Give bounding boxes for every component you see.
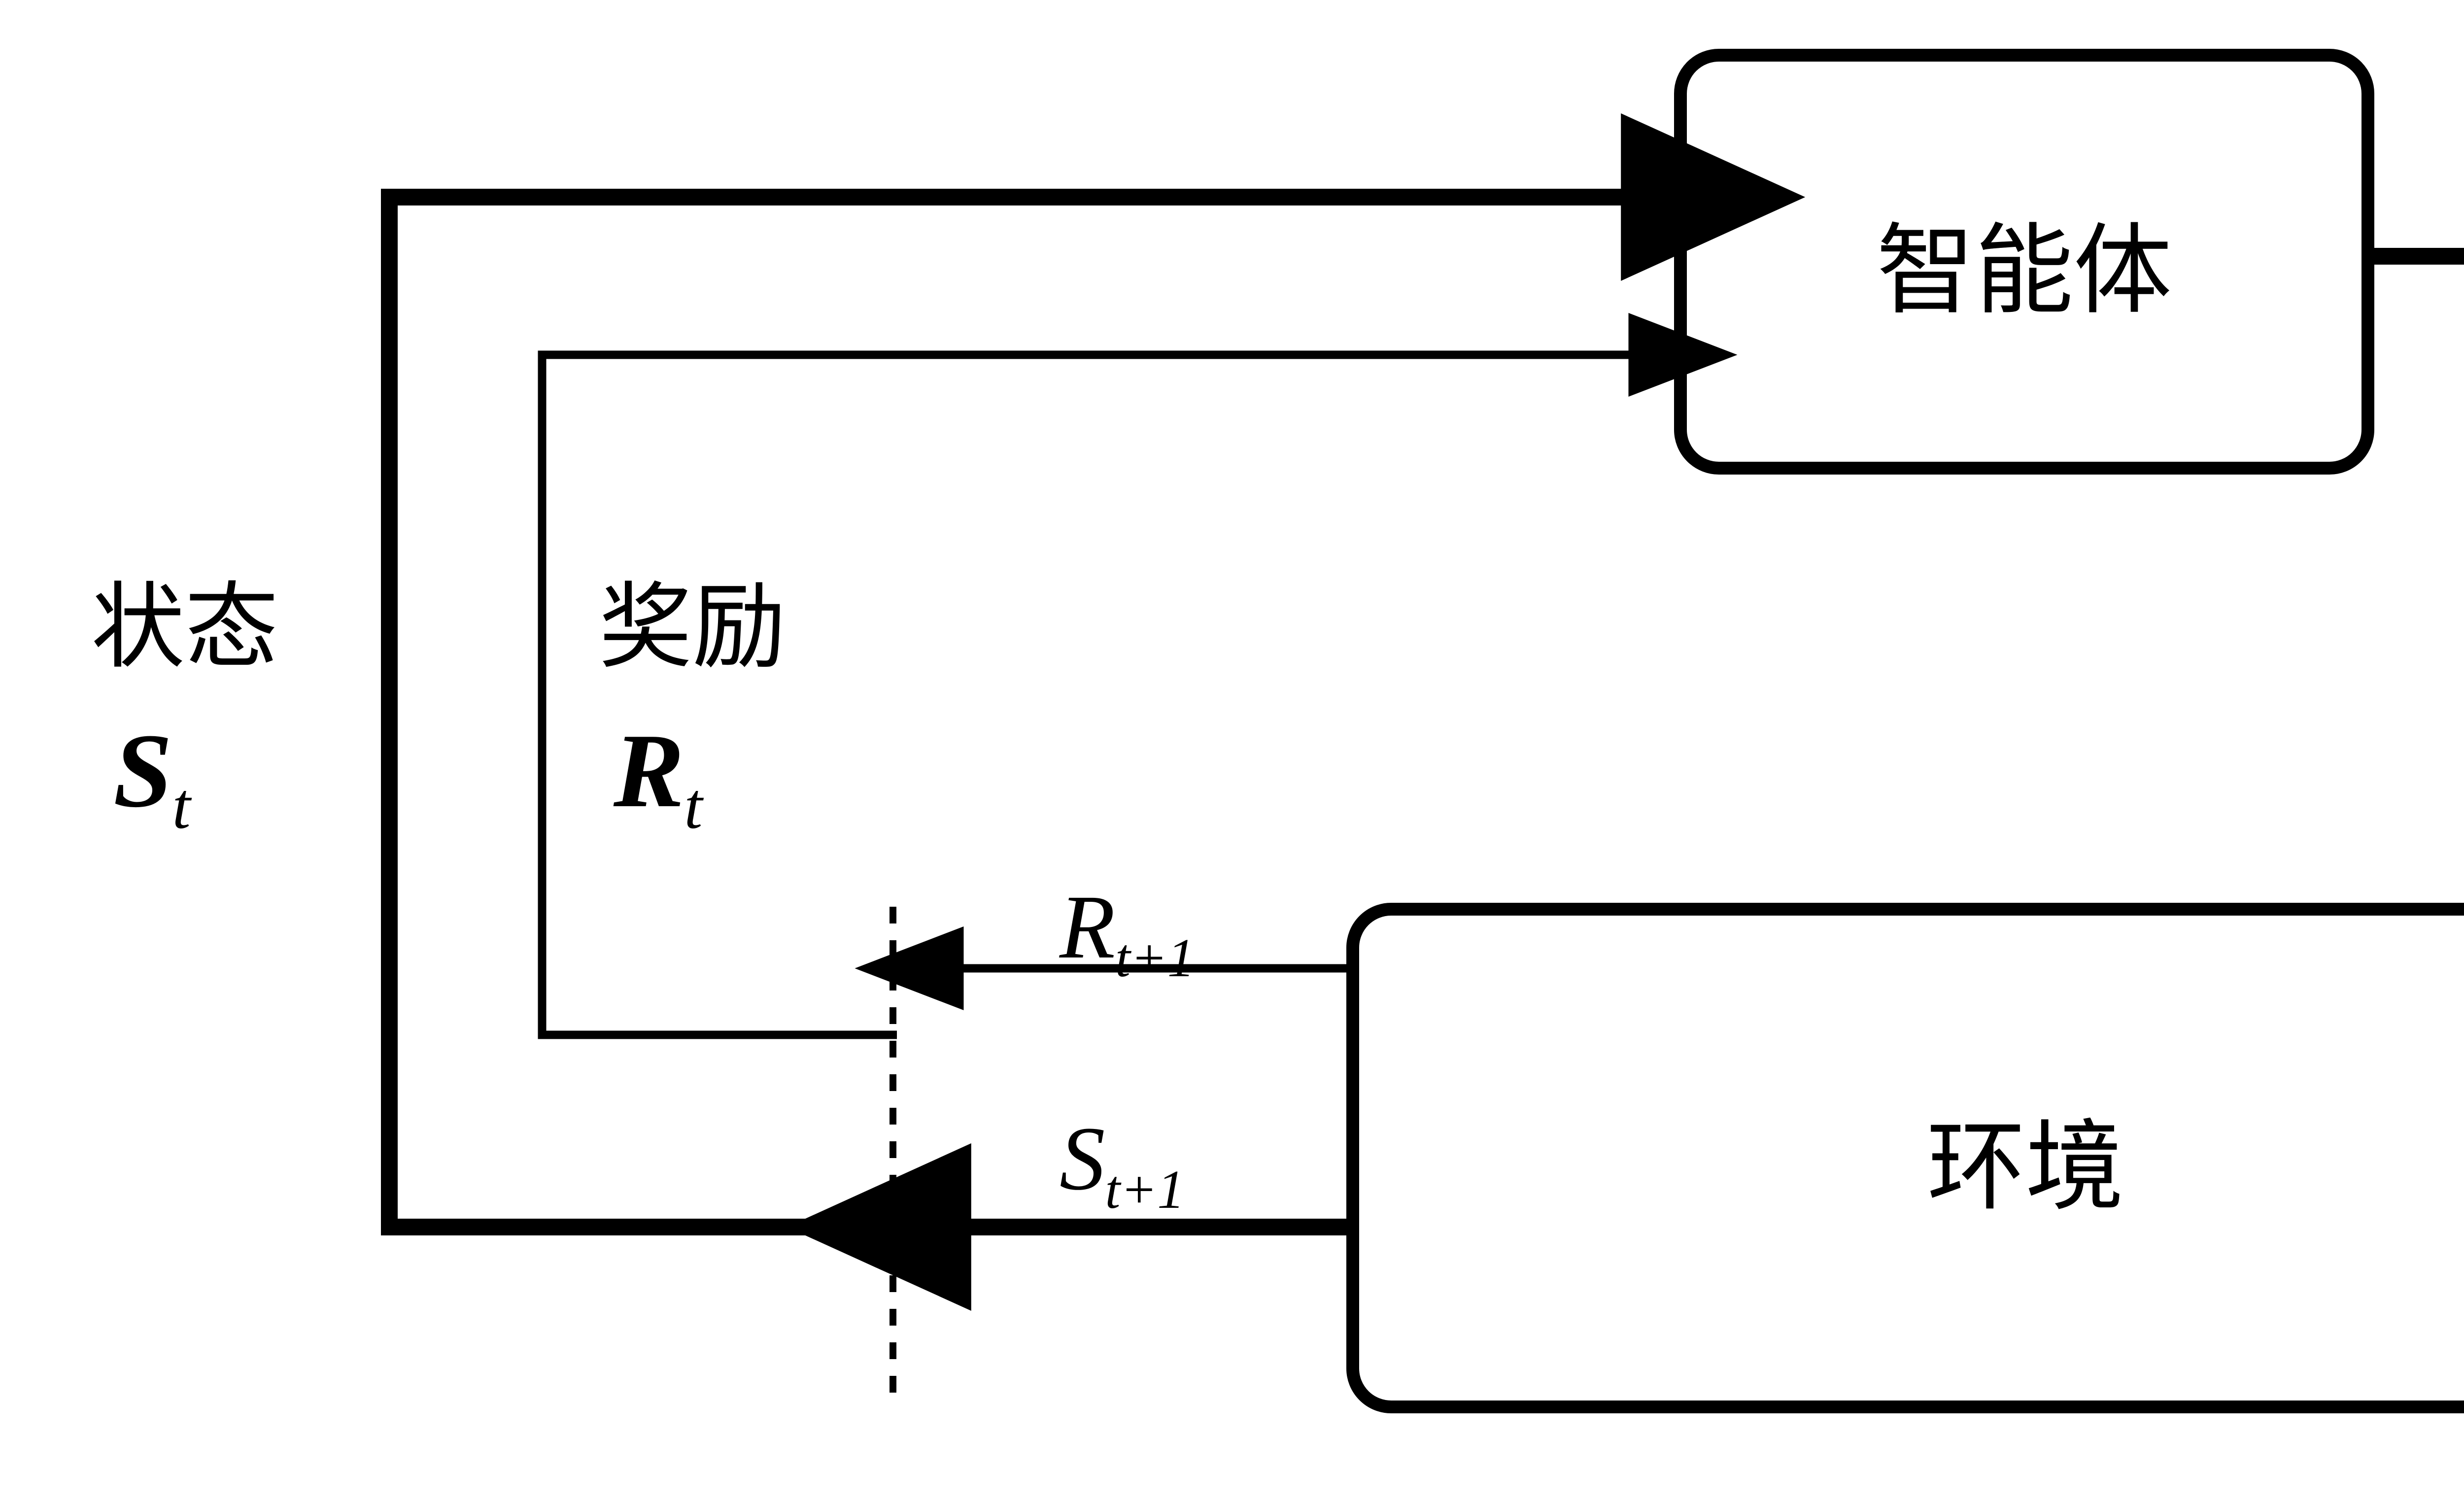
reward-next-symbol: Rt+1 (1060, 875, 1195, 990)
reward-symbol: Rt (614, 710, 702, 844)
state-path (381, 113, 1806, 1235)
agent-box (1674, 49, 2374, 475)
reward-symbol-letter: R (614, 712, 684, 829)
state-symbol: St (113, 710, 191, 844)
state-label-text: 状态 (91, 573, 279, 682)
state-next-subscript: t+1 (1105, 1160, 1185, 1220)
reward-next-subscript: t+1 (1115, 928, 1195, 989)
reward-path (538, 313, 1738, 1039)
reward-label-text: 奖励 (599, 573, 787, 682)
state-symbol-subscript: t (172, 769, 191, 842)
state-label-cjk: 状态 (91, 551, 278, 686)
reward-label-cjk: 奖励 (599, 551, 786, 686)
state-symbol-letter: S (113, 712, 172, 829)
environment-box (1346, 903, 2464, 1413)
state-next-symbol: St+1 (1060, 1106, 1185, 1222)
reward-symbol-subscript: t (684, 769, 703, 842)
reward-next-letter: R (1060, 877, 1116, 978)
state-next-letter: S (1060, 1108, 1105, 1209)
